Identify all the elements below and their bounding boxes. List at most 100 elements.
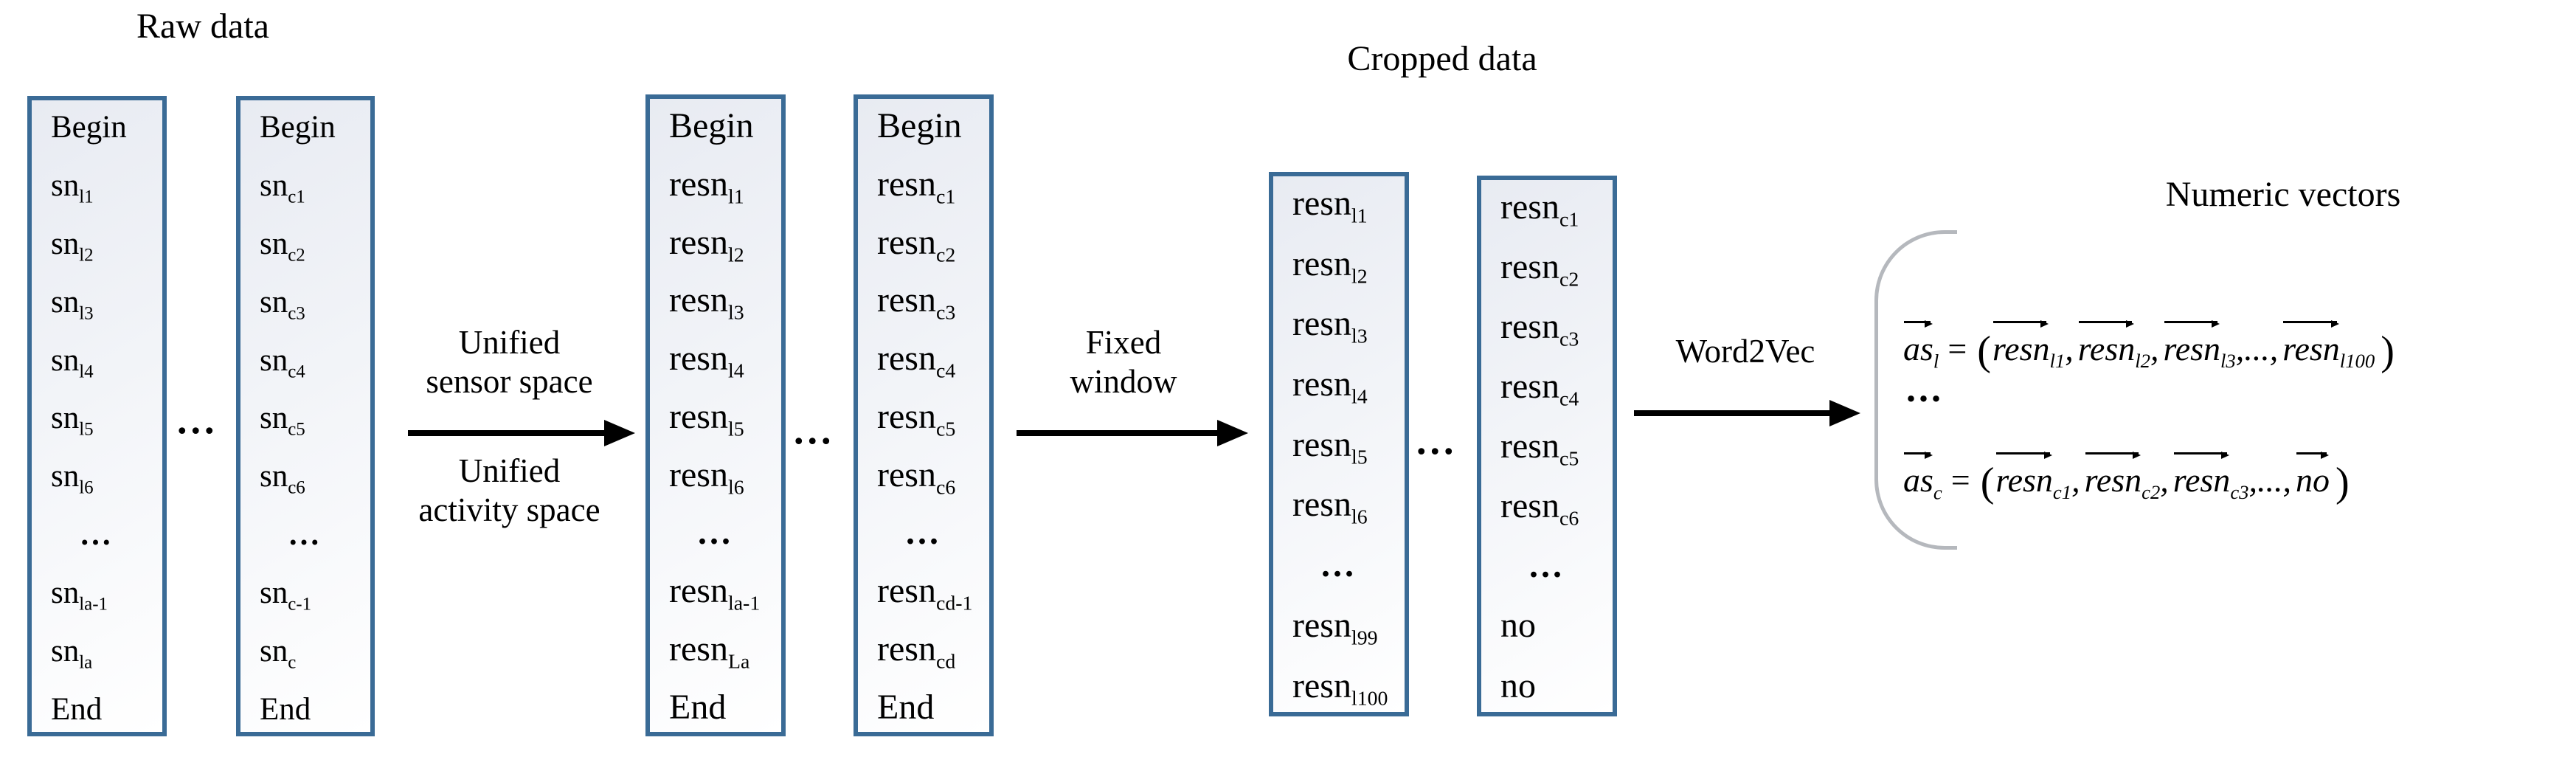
item-text: resn (877, 571, 936, 610)
item-subscript: l5 (727, 418, 744, 441)
ellipsis-between-raw-boxes: ... (177, 398, 218, 442)
item-subscript: La (727, 650, 750, 674)
item-text: resn (1500, 307, 1559, 347)
numeric-vectors-label: Numeric vectors (2165, 175, 2401, 214)
item-subscript: cd-1 (935, 592, 973, 615)
arrow-shaft (408, 430, 609, 436)
formula-subscript: l2 (2135, 350, 2150, 373)
item-text: Begin (669, 106, 754, 145)
item-text: Begin (877, 106, 962, 145)
item-text: End (51, 691, 103, 727)
item-text: sn (260, 633, 288, 668)
formula-base: resn (2163, 330, 2221, 368)
sequence-item: ... (858, 514, 989, 551)
item-text: sn (260, 167, 288, 203)
sequence-item: resncd-1 (858, 571, 989, 614)
item-text: resn (877, 222, 936, 262)
item-subscript: l2 (1351, 265, 1368, 288)
sequence-item: resnla-1 (650, 571, 781, 614)
item-text: resn (669, 222, 728, 262)
item-text: resn (877, 280, 936, 320)
sequence-item: snl1 (32, 169, 162, 207)
item-text: resn (1500, 367, 1559, 407)
item-text: resn (669, 571, 728, 610)
formula-base: no (2296, 461, 2330, 500)
item-subscript: c3 (935, 301, 956, 325)
sequence-item: snc-1 (240, 575, 370, 614)
sequence-item: resnc6 (1481, 486, 1613, 530)
formula-base: as (1903, 461, 1933, 500)
item-subscript: l6 (727, 476, 744, 500)
arrowhead-icon (1829, 400, 1860, 426)
item-text: resn (1292, 424, 1351, 464)
label-line: Unified (458, 324, 561, 361)
close-paren: ) (2381, 328, 2395, 374)
sequence-item: resnc3 (858, 280, 989, 324)
formula-base: as (1903, 330, 1933, 368)
sequence-item: ... (1481, 547, 1613, 584)
formula-base: resn (1995, 461, 2053, 500)
item-text: resn (1500, 426, 1559, 466)
sequence-item: Begin (858, 106, 989, 145)
item-subscript: l1 (79, 187, 94, 207)
label-line: sensor space (426, 363, 593, 401)
sequence-item: resnc6 (858, 454, 989, 498)
item-subscript: l1 (1351, 204, 1368, 228)
separator: ,..., (2235, 330, 2279, 368)
item-text: End (669, 687, 727, 727)
sequence-item: resnc4 (858, 339, 989, 381)
item-subscript: c1 (288, 187, 305, 207)
item-subscript: c5 (288, 419, 305, 440)
sequence-item: snc4 (240, 343, 370, 381)
vector-arrow-icon (1904, 452, 1933, 460)
formula-base: resn (2172, 461, 2231, 500)
separator: , (2160, 461, 2169, 500)
sequence-item: ... (1273, 545, 1405, 585)
item-subscript: c6 (935, 476, 956, 500)
item-text: ... (1321, 545, 1357, 585)
sequence-item: resnl99 (1273, 605, 1405, 649)
item-text: resn (877, 339, 936, 378)
unify-arrow-label-bottom: Unified activity space (393, 452, 626, 530)
item-text: resn (1292, 605, 1351, 645)
item-text: End (877, 687, 935, 727)
item-text: resn (877, 454, 936, 494)
item-text: resn (669, 164, 728, 204)
lhs-vector: as (1903, 452, 1933, 500)
item-subscript: c2 (935, 243, 956, 267)
sequence-item: snl4 (32, 343, 162, 381)
sequence-item: resnl6 (1273, 486, 1405, 528)
close-paren: ) (2336, 460, 2350, 505)
sequence-item: snl5 (32, 401, 162, 439)
arrow-shaft (1017, 430, 1222, 436)
item-text: resn (1292, 304, 1351, 344)
vector-arrow-icon (2078, 320, 2134, 328)
item-subscript: c (288, 652, 297, 673)
item-subscript: l6 (1351, 506, 1368, 530)
sequence-item: snl3 (32, 286, 162, 323)
item-text: sn (260, 575, 288, 610)
item-subscript: l4 (727, 359, 744, 383)
sequence-item: resnl5 (1273, 424, 1405, 468)
sequence-item: snc5 (240, 401, 370, 439)
label-line: Fixed (1085, 324, 1162, 361)
item-text: ... (288, 517, 322, 553)
vector-arrow-icon (1996, 452, 2052, 460)
item-text: no (1500, 606, 1536, 646)
sequence-item: snl6 (32, 460, 162, 497)
sequence-item: End (650, 687, 781, 727)
item-text: sn (51, 226, 80, 261)
item-text: resn (1500, 486, 1559, 526)
item-text: resn (669, 280, 728, 320)
label-line: Unified (458, 452, 561, 489)
arrowhead-icon (604, 420, 635, 446)
